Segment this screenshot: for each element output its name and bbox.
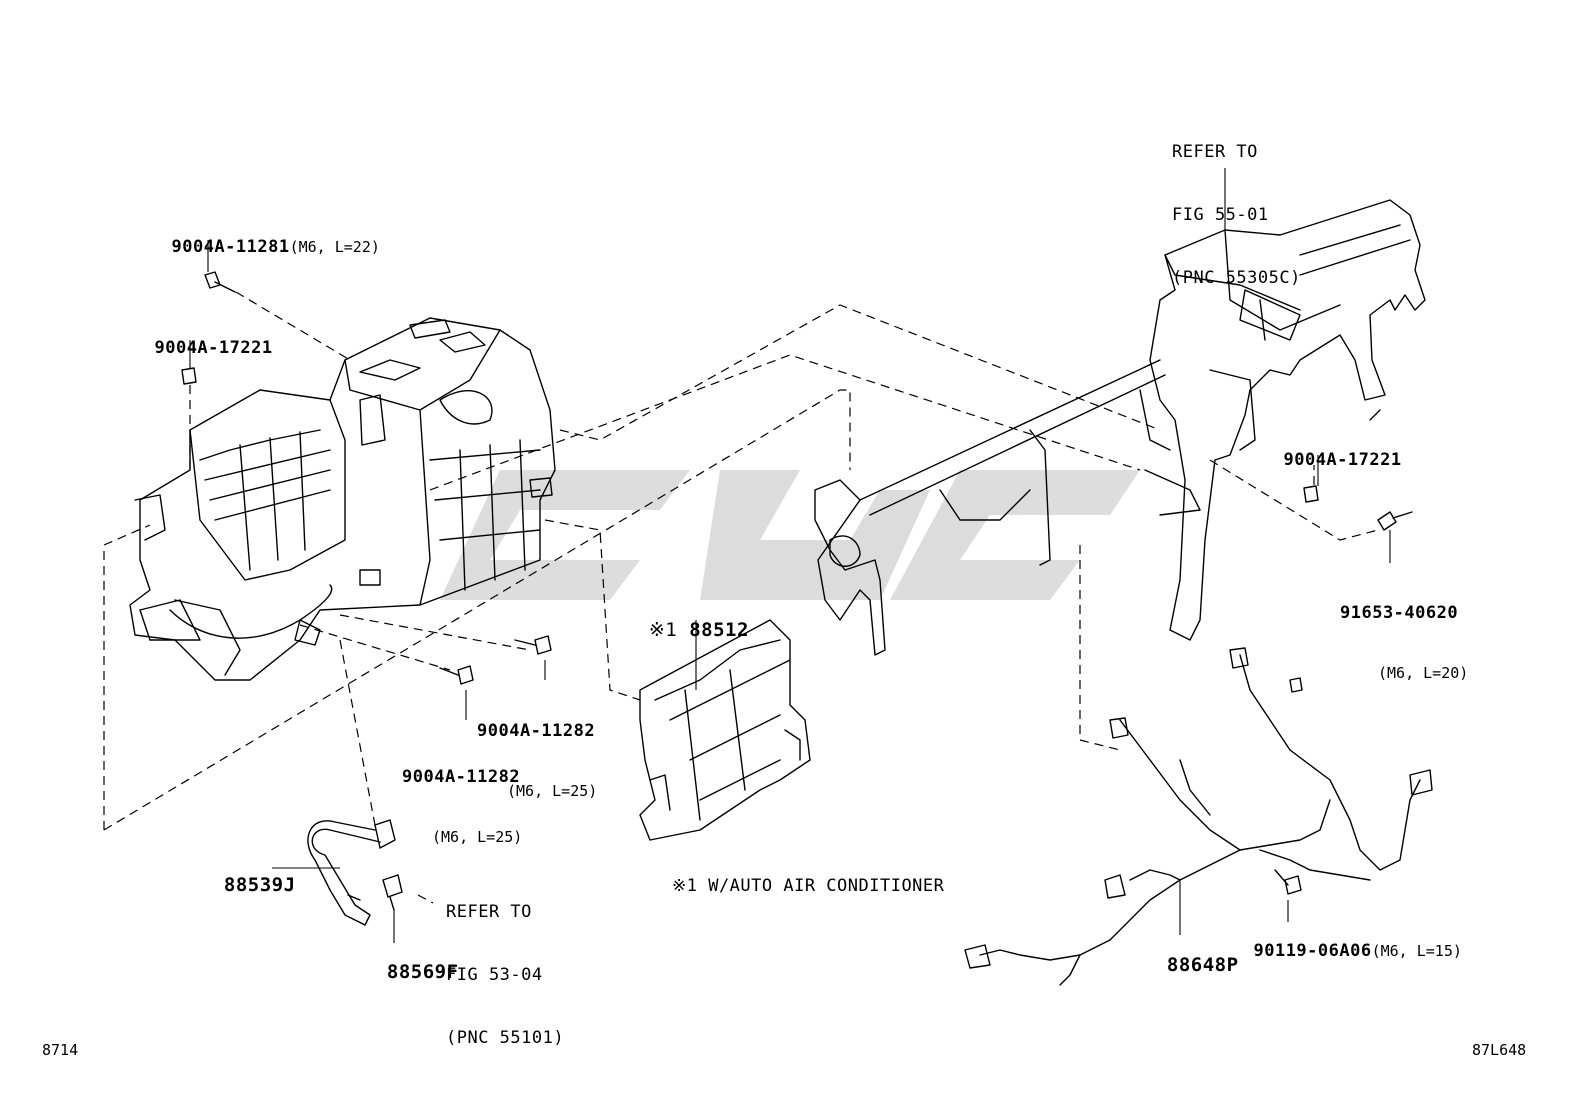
callout-9004A-11282-b[interactable]: 9004A-11282 (M6, L=25) bbox=[402, 727, 522, 867]
refer-note-fig55-line3: (PNC 55305C) bbox=[1172, 268, 1301, 288]
heater-unit bbox=[129, 317, 556, 681]
figure-number-left: 8714 bbox=[42, 1041, 79, 1059]
part-number: 9004A-11282 bbox=[477, 721, 596, 741]
part-number: 90119-06A06 bbox=[1253, 941, 1372, 961]
callout-9004A-17221-left[interactable]: 9004A-17221 bbox=[133, 318, 273, 358]
part-number: 9004A-17221 bbox=[1283, 450, 1402, 470]
refer-note-fig55-line2: FIG 55-01 bbox=[1172, 205, 1269, 225]
part-number: 88569F bbox=[386, 961, 459, 983]
refer-note-fig55-line1: REFER TO bbox=[1172, 142, 1258, 162]
aspirator-hose bbox=[307, 819, 396, 926]
fastener-glyphs bbox=[181, 271, 1413, 895]
refer-note-fig53-line2: FIG 53-04 bbox=[446, 965, 543, 985]
part-number: 91653-40620 bbox=[1340, 603, 1459, 623]
callout-9004A-17221-right[interactable]: 9004A-17221 bbox=[1262, 430, 1402, 470]
part-number: 88512 bbox=[689, 619, 749, 641]
leader-lines bbox=[189, 168, 1391, 943]
assembly-dashed-lines bbox=[103, 291, 1379, 904]
part-number: 88539J bbox=[223, 874, 296, 896]
figure-number-right: 87L648 bbox=[1472, 1041, 1527, 1059]
refer-note-fig53-line1: REFER TO bbox=[446, 902, 532, 922]
footnote-auto-ac: ※1 W/AUTO AIR CONDITIONER bbox=[672, 876, 945, 896]
callout-88648P[interactable]: 88648P bbox=[1143, 935, 1239, 975]
refer-note-fig53: REFER TO FIG 53-04 (PNC 55101) bbox=[446, 860, 564, 1070]
wire-harness bbox=[964, 647, 1433, 986]
part-spec: (M6, L=25) bbox=[432, 828, 523, 846]
callout-88569F[interactable]: 88569F bbox=[363, 942, 459, 982]
part-number: 9004A-17221 bbox=[154, 338, 273, 358]
part-spec: (M6, L=20) bbox=[1378, 664, 1469, 682]
callout-9004A-11282-a[interactable]: 9004A-11282 (M6, L=25) bbox=[477, 681, 597, 821]
amplifier-bracket bbox=[639, 619, 811, 841]
part-spec: (M6, L=22) bbox=[289, 238, 380, 256]
callout-88539J[interactable]: 88539J bbox=[200, 855, 296, 895]
refer-note-fig53-line3: (PNC 55101) bbox=[446, 1028, 565, 1048]
part-number: 9004A-11282 bbox=[402, 767, 521, 787]
callout-9004A-11281[interactable]: 9004A-11281(M6, L=22) bbox=[150, 217, 380, 257]
watermark-logo bbox=[440, 470, 1140, 600]
callout-88512[interactable]: ※1 88512 bbox=[625, 600, 749, 640]
option-mark: ※1 bbox=[648, 619, 678, 641]
instrument-panel-reinforcement bbox=[814, 199, 1426, 656]
part-spec: (M6, L=25) bbox=[507, 782, 598, 800]
sensor-clip bbox=[382, 874, 403, 911]
part-number: 9004A-11281 bbox=[171, 237, 290, 257]
part-spec: (M6, L=15) bbox=[1371, 942, 1462, 960]
refer-note-fig55: REFER TO FIG 55-01 (PNC 55305C) bbox=[1172, 100, 1301, 310]
part-number: 88648P bbox=[1166, 954, 1239, 976]
callout-90119-06A06[interactable]: 90119-06A06(M6, L=15) bbox=[1232, 921, 1462, 961]
callout-91653-40620[interactable]: 91653-40620 (M6, L=20) bbox=[1340, 563, 1468, 703]
